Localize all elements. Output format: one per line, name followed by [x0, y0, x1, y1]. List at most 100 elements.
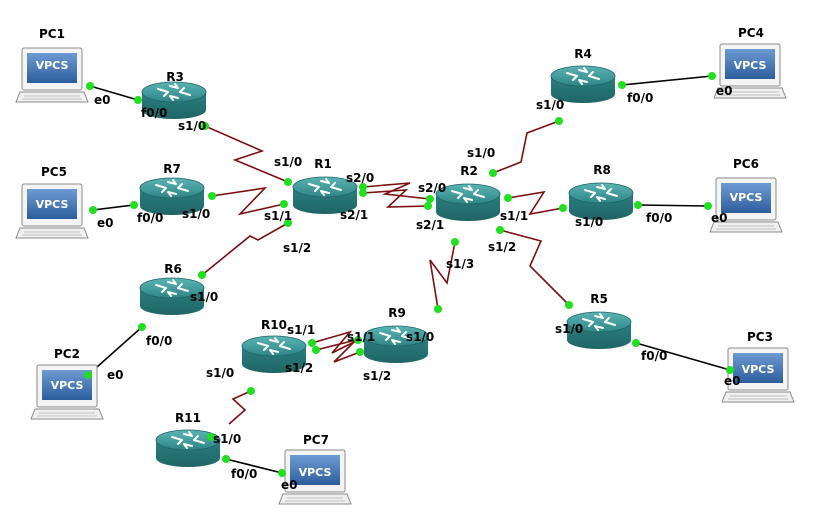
- label-r3: R3: [166, 70, 184, 84]
- device-labels: PC1 R3 PC5 R7 R1 R6 PC2 R4 PC4 R2 R8 PC6…: [39, 26, 773, 447]
- port-dot: [565, 301, 573, 309]
- port-label: s1/1: [500, 209, 528, 223]
- label-r5: R5: [590, 292, 608, 306]
- serial-links: [201, 120, 570, 425]
- port-label: f0/0: [231, 467, 257, 481]
- port-label: f0/0: [646, 211, 672, 225]
- port-dot: [726, 366, 734, 374]
- port-label: e0: [97, 216, 114, 230]
- port-label: f0/0: [641, 349, 667, 363]
- pc7-screen-label: VPCS: [299, 466, 332, 479]
- port-label: s1/0: [178, 119, 206, 133]
- link-pc5-r7[interactable]: [92, 204, 135, 211]
- port-label: s2/1: [340, 208, 368, 222]
- port-label: s1/0: [182, 207, 210, 221]
- pc-pc4[interactable]: VPCS: [713, 43, 787, 99]
- port-label: s1/0: [536, 98, 564, 112]
- link-r2-r8[interactable]: [507, 190, 564, 216]
- port-label: s1/2: [363, 369, 391, 383]
- label-pc7: PC7: [303, 433, 329, 447]
- link-r1-r2-a[interactable]: [362, 182, 431, 200]
- port-label: f0/0: [141, 106, 167, 120]
- link-r2-r5[interactable]: [499, 229, 570, 306]
- port-label: e0: [724, 374, 741, 388]
- label-r2: R2: [460, 164, 478, 178]
- pc5-screen-label: VPCS: [36, 198, 69, 211]
- link-r10-r9-b[interactable]: [315, 338, 361, 363]
- port-dot: [359, 183, 367, 191]
- port-dot: [634, 201, 642, 209]
- port-dot: [207, 433, 215, 441]
- pc3-screen-label: VPCS: [742, 363, 775, 376]
- link-pc1-r3[interactable]: [89, 85, 139, 101]
- link-r11-pc7[interactable]: [225, 458, 283, 474]
- port-dot: [312, 346, 320, 354]
- port-dot: [222, 455, 230, 463]
- port-label: e0: [281, 478, 298, 492]
- pc-pc1[interactable]: VPCS: [15, 47, 89, 103]
- interface-labels: e0 f0/0 s1/0 s1/0 e0 f0/0 s1/0 s1/1 s2/0…: [94, 84, 741, 492]
- port-dot: [138, 323, 146, 331]
- label-pc3: PC3: [747, 330, 773, 344]
- label-r4: R4: [574, 47, 592, 61]
- port-dot: [308, 339, 316, 347]
- port-dot: [130, 201, 138, 209]
- port-label: s1/0: [274, 155, 302, 169]
- port-label: s2/0: [418, 181, 446, 195]
- port-dot: [134, 96, 142, 104]
- port-dots: [84, 72, 734, 477]
- label-pc2: PC2: [54, 347, 80, 361]
- label-pc4: PC4: [738, 26, 764, 40]
- port-label: f0/0: [146, 334, 172, 348]
- pc-pc3[interactable]: VPCS: [721, 347, 795, 403]
- port-label: f0/0: [137, 211, 163, 225]
- port-dot: [84, 371, 92, 379]
- pc1-screen-label: VPCS: [36, 59, 69, 72]
- link-r2-r4[interactable]: [492, 120, 560, 174]
- pc-pc5[interactable]: VPCS: [15, 183, 89, 239]
- link-r7-r1[interactable]: [211, 186, 285, 216]
- port-dot: [354, 336, 362, 344]
- link-r3-r1[interactable]: [204, 125, 289, 183]
- label-r9: R9: [388, 306, 406, 320]
- pc4-screen-label: VPCS: [734, 59, 767, 72]
- link-r5-pc3[interactable]: [635, 342, 731, 371]
- port-dot: [278, 469, 286, 477]
- port-label: s1/0: [575, 215, 603, 229]
- port-label: e0: [716, 84, 733, 98]
- port-dot: [424, 202, 432, 210]
- label-r6: R6: [164, 262, 182, 276]
- port-dot: [356, 348, 364, 356]
- port-dot: [284, 178, 292, 186]
- port-dot: [704, 202, 712, 210]
- port-dot: [504, 194, 512, 202]
- link-r2-r9[interactable]: [429, 241, 456, 310]
- link-r1-r2-b[interactable]: [362, 189, 429, 208]
- label-r10: R10: [261, 318, 287, 332]
- port-label: s1/1: [347, 330, 375, 344]
- label-r8: R8: [593, 163, 611, 177]
- port-dot: [489, 169, 497, 177]
- link-r10-r9-a[interactable]: [311, 330, 359, 354]
- port-dot: [496, 226, 504, 234]
- port-dot: [86, 82, 94, 90]
- port-label: s2/1: [416, 218, 444, 232]
- port-dot: [208, 192, 216, 200]
- port-dot: [198, 271, 206, 279]
- pc-pc2[interactable]: VPCS: [30, 364, 104, 420]
- port-label: s1/0: [406, 330, 434, 344]
- port-label: s1/0: [555, 322, 583, 336]
- port-label: s1/2: [283, 241, 311, 255]
- port-dot: [280, 200, 288, 208]
- pc-pc6[interactable]: VPCS: [709, 177, 783, 233]
- link-r8-pc6[interactable]: [637, 204, 709, 207]
- label-r1: R1: [314, 157, 332, 171]
- port-label: e0: [711, 211, 728, 225]
- link-r10-r11[interactable]: [228, 390, 252, 425]
- link-r6-r1[interactable]: [201, 222, 289, 276]
- port-label: s1/1: [287, 323, 315, 337]
- link-r4-pc4[interactable]: [621, 75, 713, 86]
- pc-pc7[interactable]: VPCS: [278, 449, 352, 505]
- port-dot: [284, 219, 292, 227]
- port-dot: [247, 387, 255, 395]
